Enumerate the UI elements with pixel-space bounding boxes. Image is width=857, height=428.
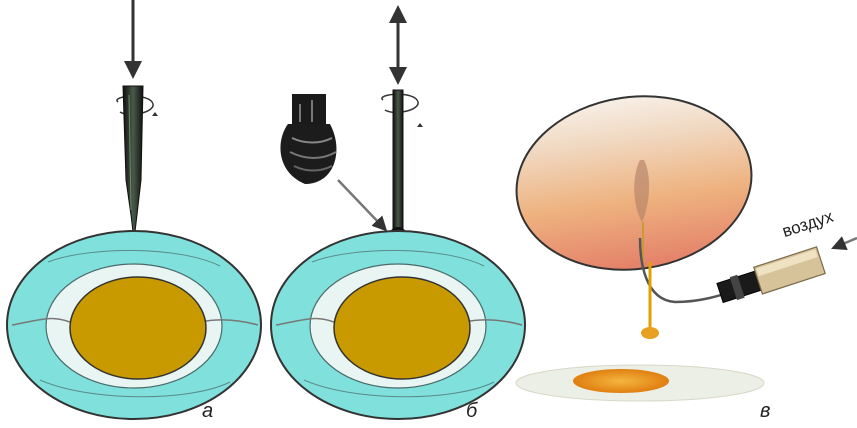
panel-label-a: а	[202, 400, 213, 423]
egg-yolk	[334, 277, 470, 379]
egg-yolk	[70, 277, 206, 379]
air-arrow	[838, 238, 857, 246]
panel-label-v: в	[760, 400, 770, 423]
syringe	[716, 247, 825, 306]
pointer-arrow	[338, 180, 382, 226]
drop	[641, 327, 659, 339]
panel-b	[271, 14, 525, 419]
egg-cross-section	[271, 231, 525, 419]
panel-label-b: б	[466, 400, 477, 423]
panel-a	[7, 0, 261, 419]
drill-bit	[123, 86, 143, 240]
spill-yolk	[573, 369, 669, 393]
egg-blown	[505, 81, 763, 284]
burr-shaft	[393, 90, 403, 230]
panel-v	[505, 81, 857, 401]
egg-cross-section	[7, 231, 261, 419]
burr-magnified-icon	[280, 94, 336, 184]
